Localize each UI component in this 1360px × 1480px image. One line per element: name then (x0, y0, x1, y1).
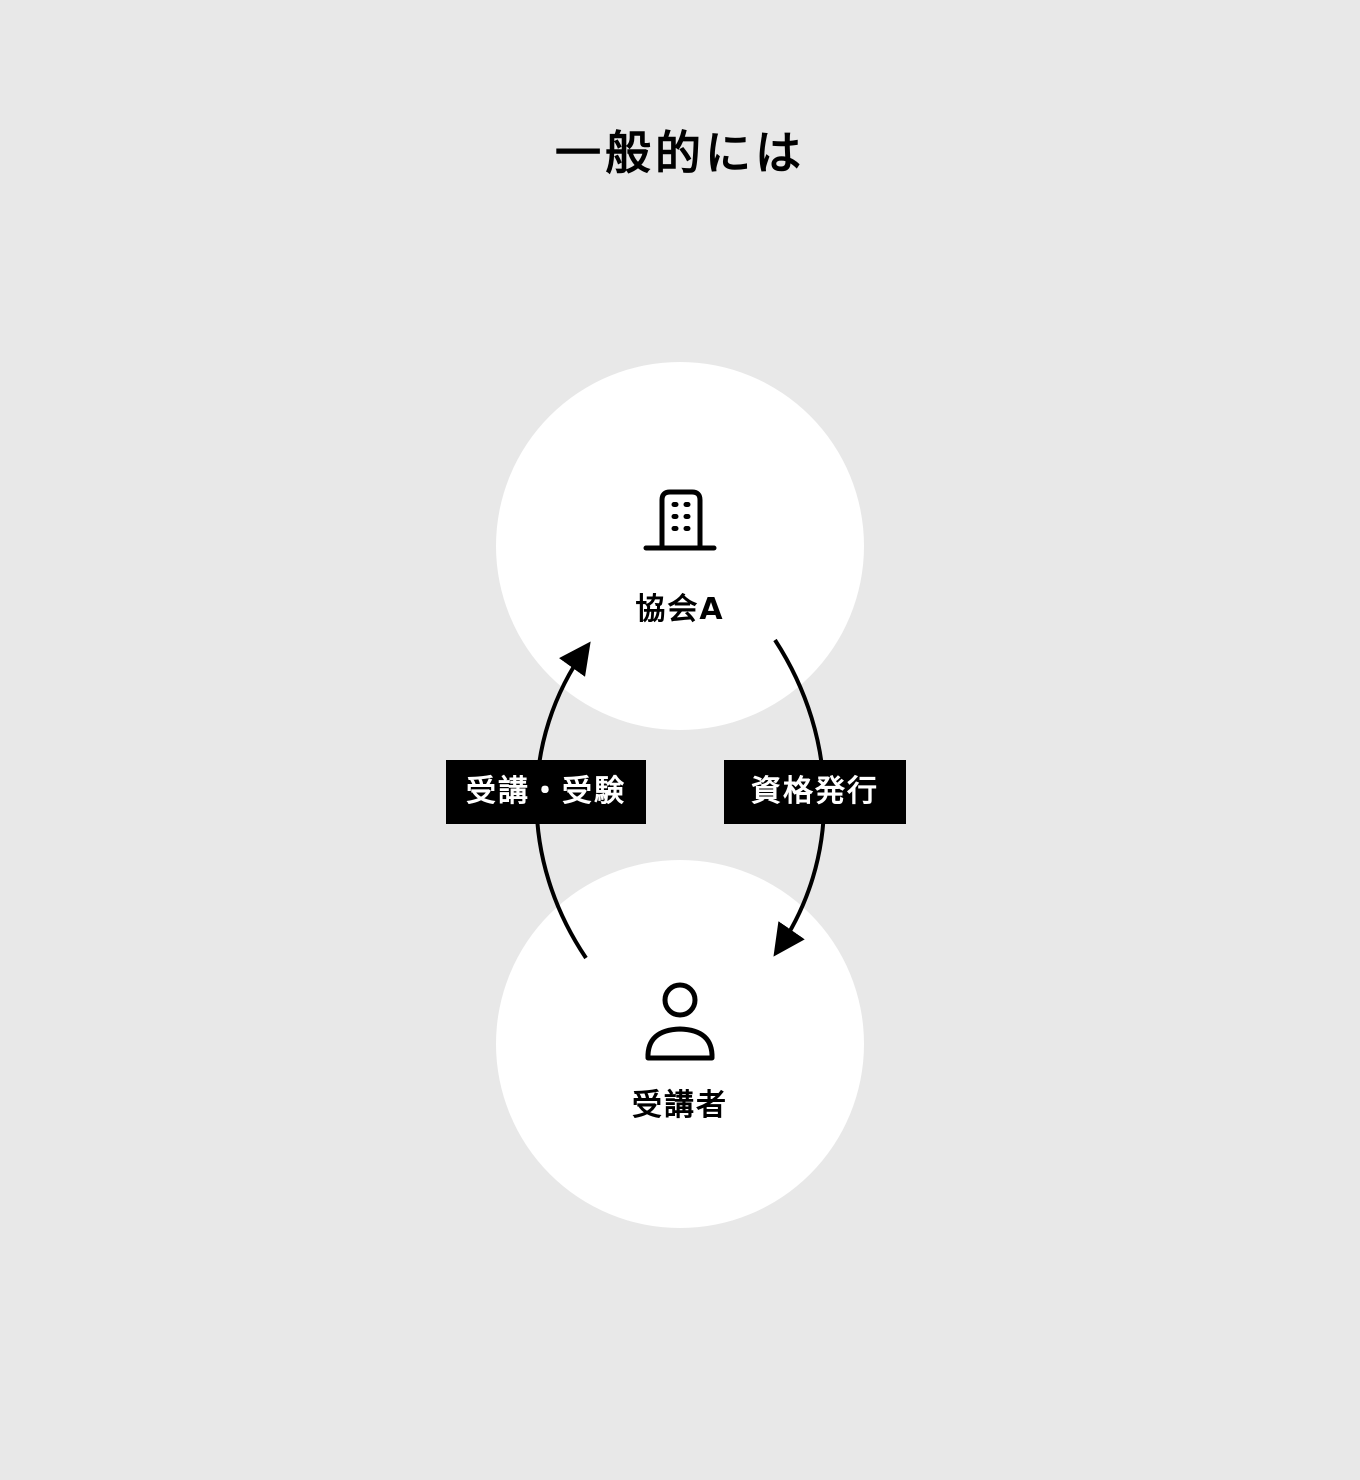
edge-label-issue-certificate: 資格発行 (724, 760, 906, 824)
person-icon (645, 982, 715, 1061)
node-association: 協会A (496, 362, 864, 730)
building-icon (643, 489, 717, 551)
edge-label-attend-exam: 受講・受験 (446, 760, 646, 824)
node-label-association: 協会A (635, 592, 725, 627)
node-label-student: 受講者 (632, 1088, 728, 1123)
page-title: 一般的には (555, 126, 805, 180)
